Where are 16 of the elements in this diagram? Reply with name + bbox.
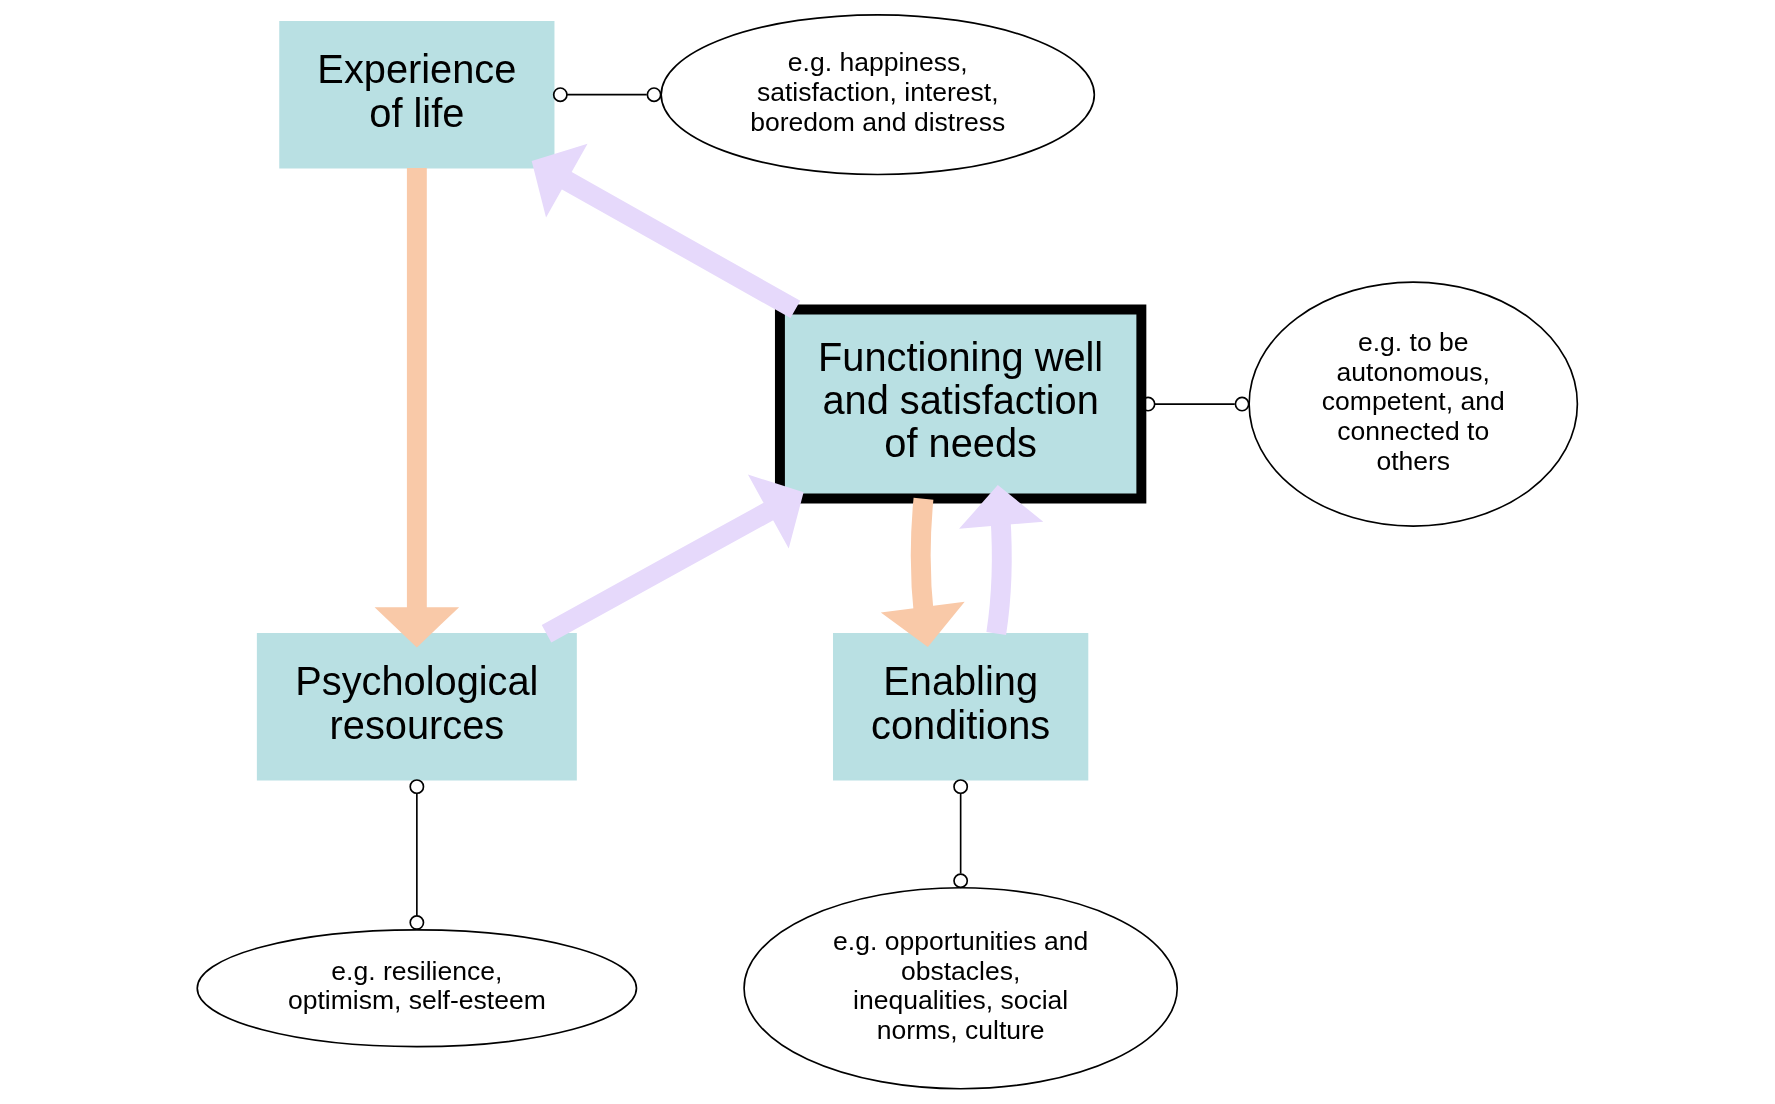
arrow xyxy=(531,143,801,319)
node-box: Psychological resources xyxy=(256,632,577,781)
node-box: Experience of life xyxy=(279,20,555,169)
arrow xyxy=(959,485,1044,635)
connector xyxy=(552,87,662,103)
node-ellipse: e.g. happiness, satisfaction, interest, boredom and distress xyxy=(660,14,1096,176)
connector xyxy=(953,779,969,889)
node-ellipse: e.g. resilience, optimism, self-esteem xyxy=(196,929,638,1048)
node-box: Enabling conditions xyxy=(833,632,1089,781)
arrow xyxy=(880,497,965,648)
arrow xyxy=(374,167,460,648)
node-box: Functioning well and satisfaction of needs xyxy=(774,304,1147,504)
connector xyxy=(409,779,425,930)
node-ellipse: e.g. to be autonomous, competent, and connected to others xyxy=(1248,281,1579,527)
node-ellipse: e.g. opportunities and obstacles, inequalities, social norms, culture xyxy=(743,886,1179,1090)
arrow xyxy=(541,474,804,643)
